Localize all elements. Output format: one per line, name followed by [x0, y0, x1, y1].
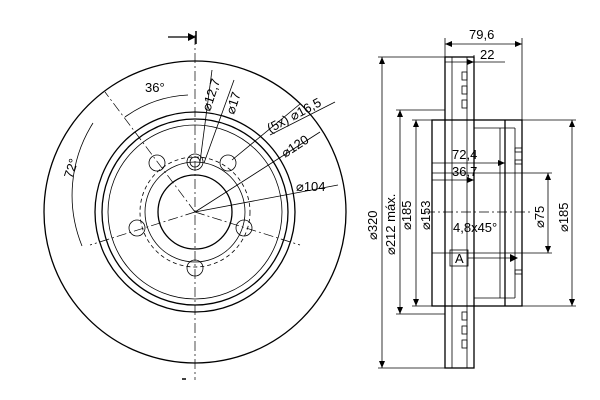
arrow: [379, 57, 385, 64]
dia-185-right-group: ⌀185: [556, 202, 571, 232]
dim-79-6-label: 79,6: [469, 27, 494, 42]
leader-120: [194, 131, 321, 213]
dia-75-label: ⌀75: [532, 206, 547, 228]
arrow: [397, 307, 403, 314]
arrow: [413, 299, 419, 306]
dim-12-7-label: ⌀12,7: [199, 77, 224, 113]
side-view: 79,6 22 72,4 36,7: [365, 27, 576, 369]
dim-72-4-label: 72,4: [452, 147, 477, 162]
hub-notch: [514, 269, 523, 275]
bolt-hole: [235, 219, 253, 237]
dim-16-5-label: (5x) ⌀16,5: [264, 95, 323, 136]
leader-16-5-ext: [269, 101, 336, 136]
arrow: [467, 59, 474, 65]
dim-17-label: ⌀17: [223, 90, 244, 116]
arrow: [467, 177, 474, 183]
vane-mark: [461, 85, 468, 95]
arrow: [498, 160, 505, 166]
bolt-hole: [148, 154, 166, 172]
dia-153-group: ⌀153: [418, 200, 433, 230]
dim-16-5-group: (5x) ⌀16,5: [264, 95, 323, 136]
hub-notch: [514, 159, 523, 165]
dia-320-group: ⌀320: [365, 210, 380, 240]
diag-center-line-1: [104, 91, 196, 213]
arrow: [545, 173, 551, 180]
dim-104-label: ⌀104: [296, 179, 326, 194]
dim-12-7-group: ⌀12,7: [199, 77, 224, 113]
dia-153-label: ⌀153: [418, 200, 433, 230]
vane-mark: [461, 311, 468, 321]
dim-22-label: 22: [480, 47, 494, 62]
chamfer-label: 4,8x45°: [453, 220, 497, 235]
dia-75-group: ⌀75: [532, 206, 547, 228]
dim-120-group: ⌀120: [278, 132, 311, 161]
dia-185-left-group: ⌀185: [399, 200, 414, 230]
dim-120-label: ⌀120: [278, 132, 311, 161]
dim-36-7-label: 36,7: [452, 164, 477, 179]
angle-72-label: 72°: [61, 157, 81, 180]
hub-notch: [514, 147, 523, 153]
arrow: [569, 299, 575, 306]
dia-185-right-label: ⌀185: [556, 202, 571, 232]
diag-center-line-3: [194, 211, 301, 246]
leader-17: [203, 79, 235, 164]
arrow: [379, 361, 385, 368]
dim-17-group: ⌀17: [223, 90, 244, 116]
arrow: [569, 120, 575, 127]
bolt-hole: [128, 219, 146, 237]
dia-212-group: ⌀212 máx.: [383, 194, 398, 255]
datum-triangle: [510, 254, 518, 262]
angle-36-label: 36°: [145, 80, 165, 95]
dia-185-left-label: ⌀185: [399, 200, 414, 230]
dia-212-label: ⌀212 máx.: [383, 194, 398, 255]
section-marker-arrow: [188, 33, 196, 41]
leader-104: [194, 184, 339, 213]
dia-320-label: ⌀320: [365, 210, 380, 240]
bolt-hole: [219, 154, 237, 172]
arrow: [397, 110, 403, 117]
datum-label: A: [455, 251, 464, 266]
diag-center-line-2: [89, 211, 196, 246]
rotor-outer: [444, 56, 475, 369]
angle-36-arc: [124, 94, 189, 118]
leader-12-7: [199, 69, 213, 163]
arrow: [413, 120, 419, 127]
vane-mark: [461, 71, 468, 81]
arrow: [545, 246, 551, 253]
bolt-circle: [139, 156, 251, 268]
leader-16-5: [231, 103, 301, 161]
angle-72-arc: [71, 122, 94, 247]
vane-mark: [461, 339, 468, 349]
arrow: [515, 41, 522, 47]
front-view: 36° 72° ⌀12,7 ⌀17 (5x) ⌀16,5 ⌀120 ⌀104: [43, 31, 347, 380]
vane-mark: [461, 99, 468, 109]
vane-mark: [461, 325, 468, 335]
arrow: [445, 41, 452, 47]
